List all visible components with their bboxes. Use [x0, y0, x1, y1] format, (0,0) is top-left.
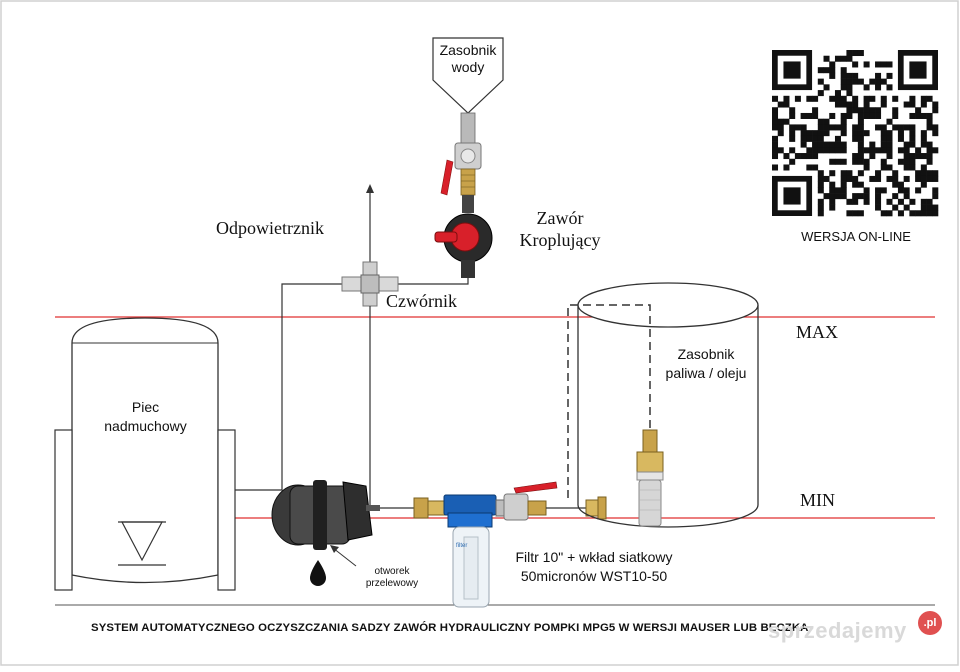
drop-icon	[310, 560, 326, 586]
drip-valve-label-line1: Zawór	[536, 208, 584, 228]
min-label: MIN	[800, 490, 835, 510]
furnace-label: Piec nadmuchowy	[88, 398, 203, 436]
max-label: MAX	[796, 322, 839, 342]
brass-fitting-right	[585, 496, 607, 520]
water-tank-label: Zasobnik wody	[431, 42, 505, 76]
fuel-tank-label-line1: Zasobnik	[677, 346, 735, 362]
bottom-ball-valve	[495, 481, 558, 521]
filter-label-line2: 50micronów WST10-50	[520, 568, 668, 584]
overflow-pointer	[332, 547, 357, 567]
qr-code-icon	[772, 50, 939, 217]
svg-text:filter: filter	[456, 543, 467, 549]
water-tank-shape	[432, 37, 504, 114]
cross-fitting-shape	[341, 261, 399, 307]
water-tank-label-line1: Zasobnik	[439, 42, 497, 58]
top-ball-valve	[440, 112, 482, 196]
watermark: sprzedajemy	[768, 618, 907, 643]
vent-arrow-icon	[366, 184, 374, 193]
suction-strainer	[636, 429, 664, 527]
fuel-tank-shape	[577, 282, 759, 528]
furnace-label-line2: nadmuchowy	[104, 418, 187, 434]
water-tank-label-line2: wody	[451, 59, 485, 75]
overflow-label-line2: przelewowy	[365, 578, 419, 589]
drip-valve-shape	[434, 195, 493, 278]
drip-valve-label: Zawór Kroplujący	[505, 207, 615, 251]
cross-label: Czwórnik	[386, 291, 457, 311]
filter-label-line1: Filtr 10" + wkład siatkowy	[515, 549, 673, 565]
fuel-tank-label-line2: paliwa / oleju	[665, 365, 747, 381]
pump-shape	[271, 480, 380, 550]
overflow-label-line1: otworek	[374, 566, 410, 577]
filter-housing-shape: filter	[443, 494, 497, 608]
online-version-label: WERSJA ON-LINE	[801, 229, 911, 244]
brass-fitting-left	[413, 497, 447, 519]
filter-label: Filtr 10" + wkład siatkowy 50micronów WS…	[494, 548, 694, 586]
furnace-label-line1: Piec	[131, 399, 160, 415]
drip-valve-label-line2: Kroplujący	[519, 230, 601, 250]
suction-line-dashed	[567, 304, 651, 498]
watermark-badge: .pl	[918, 611, 942, 635]
fuel-tank-label: Zasobnik paliwa / oleju	[650, 345, 762, 383]
overflow-arrow-icon	[330, 545, 339, 553]
caption: SYSTEM AUTOMATYCZNEGO OCZYSZCZANIA SADZY…	[91, 622, 809, 634]
furnace-shape	[54, 317, 236, 591]
vent-label: Odpowietrznik	[216, 218, 324, 238]
overflow-label: otworek przelewowy	[352, 566, 432, 590]
